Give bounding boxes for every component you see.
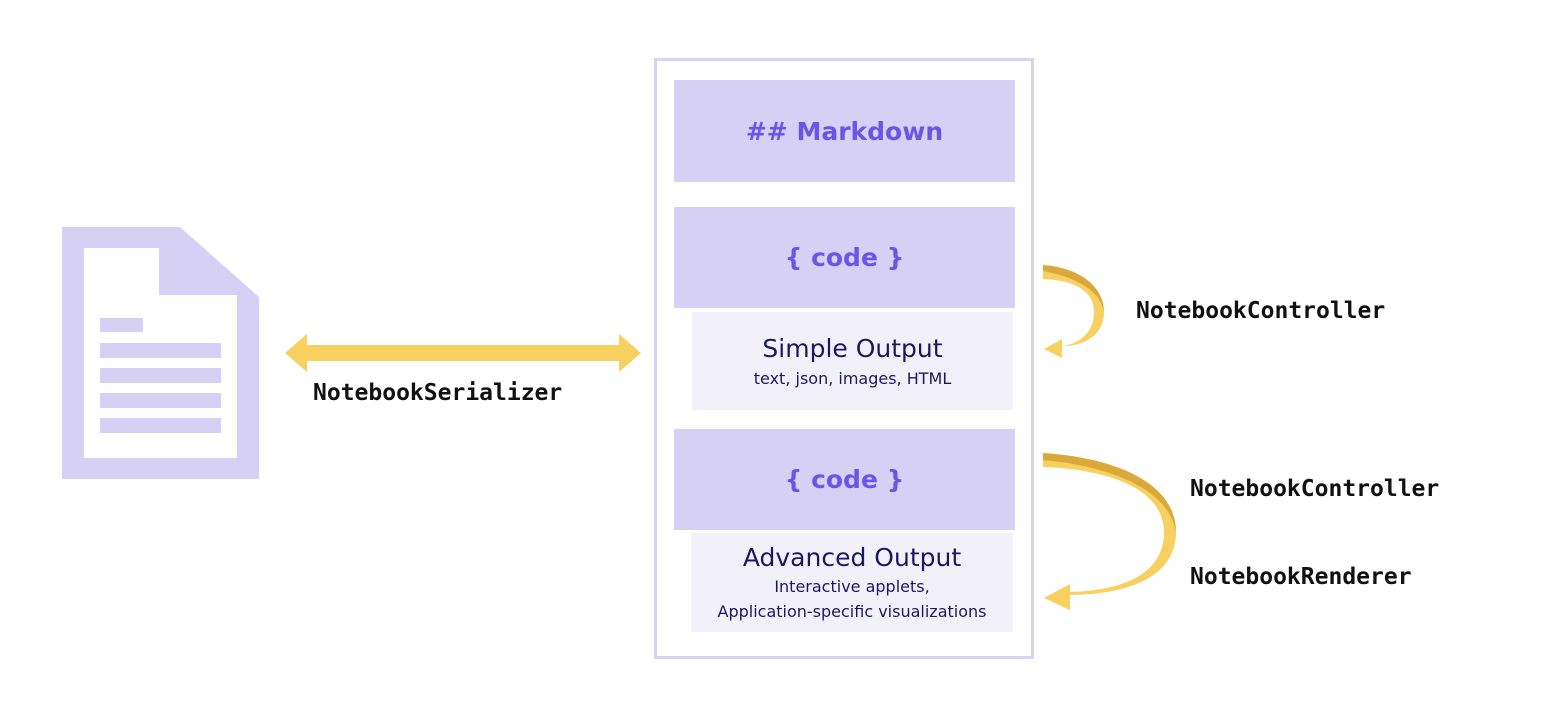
document-icon <box>62 227 259 479</box>
simple-output-title: Simple Output <box>762 334 943 363</box>
curved-arrow-icon <box>1043 265 1104 358</box>
markdown-cell: ## Markdown <box>674 80 1015 182</box>
double-arrow-icon <box>285 334 641 372</box>
notebook-controller-label-simple: NotebookController <box>1136 298 1386 324</box>
advanced-output-subtitle-line2: Application-specific visualizations <box>717 602 987 621</box>
simple-output: Simple Output text, json, images, HTML <box>692 312 1013 410</box>
simple-output-subtitle: text, json, images, HTML <box>753 369 952 388</box>
notebook-renderer-label: NotebookRenderer <box>1190 564 1412 590</box>
code-cell-1-text: { code } <box>784 243 905 272</box>
advanced-output-subtitle-line1: Interactive applets, <box>774 577 930 596</box>
curved-arrow-icon <box>1043 453 1176 610</box>
code-cell-1: { code } <box>674 207 1015 308</box>
advanced-output-title: Advanced Output <box>742 543 962 572</box>
code-cell-2-text: { code } <box>784 465 905 494</box>
markdown-cell-text: ## Markdown <box>745 116 944 146</box>
notebook-serializer-label: NotebookSerializer <box>313 380 563 406</box>
advanced-output: Advanced Output Interactive applets, App… <box>691 533 1013 632</box>
code-cell-2: { code } <box>674 429 1015 530</box>
notebook-controller-label-advanced: NotebookController <box>1190 476 1440 502</box>
